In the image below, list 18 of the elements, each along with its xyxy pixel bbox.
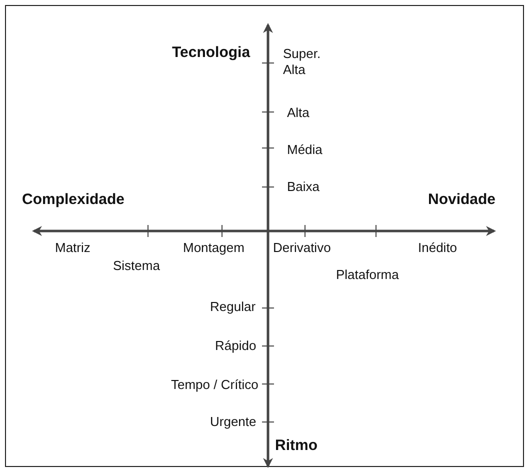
- tick-label: Inédito: [418, 240, 458, 256]
- tick-label: Baixa: [287, 179, 320, 195]
- tick-label: Super. Alta: [283, 46, 322, 78]
- tick-label: Rápido: [215, 338, 256, 354]
- tick-label: Sistema: [113, 258, 160, 274]
- tick-label: Regular: [210, 299, 256, 315]
- axis-title: Complexidade: [22, 192, 125, 208]
- tick-label: Tempo / Crítico: [171, 377, 258, 393]
- axis-title: Ritmo: [275, 438, 318, 454]
- tick-label: Matriz: [55, 240, 90, 256]
- axis-title: Tecnologia: [172, 45, 250, 61]
- tick-label: Alta: [287, 105, 310, 121]
- tick-label: Montagem: [183, 240, 244, 256]
- axis-title: Novidade: [428, 192, 496, 208]
- tick-label: Urgente: [210, 414, 256, 430]
- tick-label: Plataforma: [336, 267, 399, 283]
- tick-label: Derivativo: [273, 240, 331, 256]
- tick-label: Média: [287, 142, 322, 158]
